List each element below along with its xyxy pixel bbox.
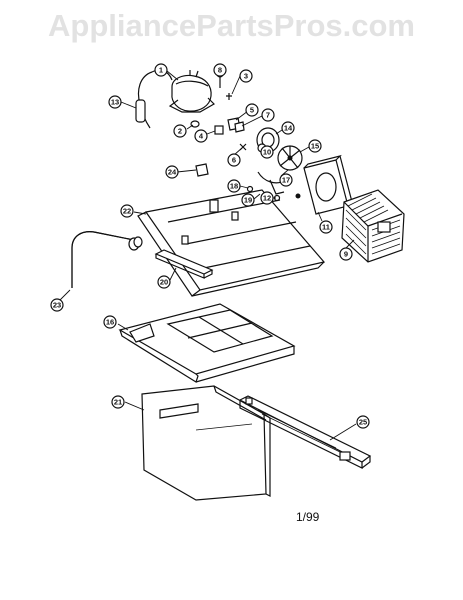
svg-text:2: 2 — [178, 127, 182, 136]
clip-part — [195, 163, 209, 177]
svg-text:6: 6 — [232, 156, 236, 165]
callout-17: 17 — [279, 173, 293, 187]
callout-21: 21 — [111, 395, 125, 409]
svg-text:10: 10 — [263, 148, 271, 157]
svg-text:20: 20 — [160, 278, 168, 287]
callout-16: 16 — [103, 315, 117, 329]
callout-19: 19 — [241, 193, 255, 207]
svg-text:9: 9 — [344, 250, 348, 259]
callout-24: 24 — [165, 165, 179, 179]
callout-15: 15 — [308, 139, 322, 153]
callout-22: 22 — [120, 204, 134, 218]
watermark-text: AppliancePartsPros.com — [48, 8, 415, 43]
callout-14: 14 — [281, 121, 295, 135]
svg-text:13: 13 — [111, 98, 119, 107]
svg-text:21: 21 — [114, 398, 122, 407]
callout-7: 7 — [261, 108, 275, 122]
callout-12: 12 — [260, 191, 274, 205]
callout-1: 1 — [154, 63, 168, 77]
svg-text:23: 23 — [53, 301, 61, 310]
grille-rail — [238, 395, 372, 469]
svg-text:22: 22 — [123, 207, 131, 216]
svg-text:16: 16 — [106, 318, 114, 327]
svg-text:19: 19 — [244, 196, 252, 205]
callout-5: 5 — [245, 103, 259, 117]
condenser-fan-blade — [277, 145, 303, 171]
callout-9: 9 — [339, 247, 353, 261]
svg-text:3: 3 — [244, 72, 248, 81]
svg-text:12: 12 — [263, 194, 271, 203]
drain-tube — [71, 231, 143, 288]
svg-text:14: 14 — [284, 124, 293, 133]
callout-13: 13 — [108, 95, 122, 109]
svg-text:1: 1 — [159, 66, 163, 75]
compressor — [168, 70, 215, 113]
callout-6: 6 — [227, 153, 241, 167]
callout-4: 4 — [194, 129, 208, 143]
date-code: 1/99 — [296, 510, 320, 524]
callout-10: 10 — [260, 145, 274, 159]
svg-text:24: 24 — [168, 168, 177, 177]
condenser-coil — [341, 189, 405, 263]
screw-part — [295, 193, 301, 199]
svg-text:11: 11 — [322, 223, 330, 232]
callout-11: 11 — [319, 220, 333, 234]
svg-text:4: 4 — [199, 132, 204, 141]
svg-text:5: 5 — [250, 106, 254, 115]
callout-23: 23 — [50, 298, 64, 312]
svg-text:8: 8 — [218, 66, 222, 75]
filter-drier — [135, 69, 173, 129]
svg-text:15: 15 — [311, 142, 319, 151]
callout-3: 3 — [239, 69, 253, 83]
drain-pan — [118, 303, 296, 383]
callout-20: 20 — [157, 275, 171, 289]
callout-25: 25 — [356, 415, 370, 429]
svg-text:25: 25 — [359, 418, 367, 427]
callout-2: 2 — [173, 124, 187, 138]
svg-text:18: 18 — [230, 182, 238, 191]
svg-text:17: 17 — [282, 176, 290, 185]
svg-text:7: 7 — [266, 111, 270, 120]
callout-18: 18 — [227, 179, 241, 193]
channel-bracket — [154, 249, 214, 279]
callout-8: 8 — [213, 63, 227, 77]
